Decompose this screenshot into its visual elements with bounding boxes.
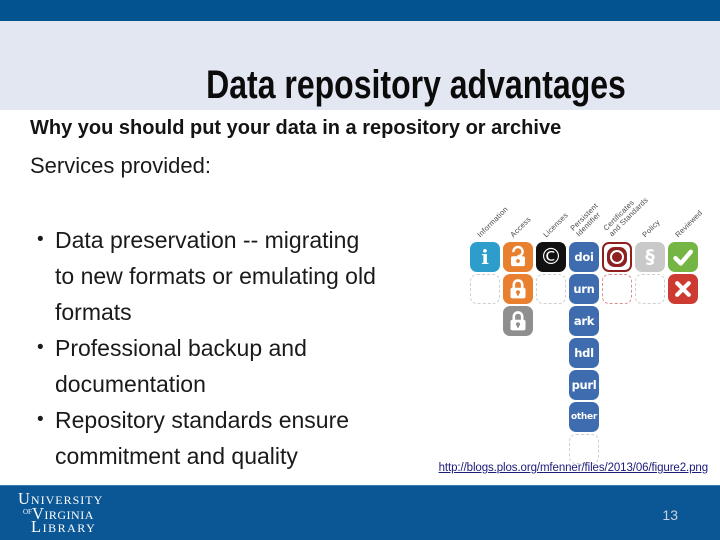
footer-bar: University ofVirginia Library 13	[0, 485, 720, 540]
logo-line-university: University	[18, 489, 104, 508]
figure-cell-doi: doi	[569, 242, 599, 272]
bullet-item: Professional backup and documentation	[36, 330, 446, 402]
figure-cell-empty-red	[602, 274, 632, 304]
figure-column-label: Persistent Identifier	[568, 201, 603, 239]
title-area: Data repository advantages	[0, 21, 720, 110]
figure-column-label: Access	[508, 214, 533, 239]
figure-cell-urn: urn	[569, 274, 599, 304]
slide-title: Data repository advantages	[206, 63, 626, 107]
subtitle-text: Why you should put your data in a reposi…	[30, 117, 562, 139]
bullet-item: Data preservation -- migrating to new fo…	[36, 222, 446, 330]
figure-cell-policy: §	[635, 242, 665, 272]
figure-cell-empty	[536, 274, 566, 304]
logo-of: of	[23, 506, 32, 517]
services-label: Services provided:	[30, 153, 211, 178]
figure-cell-info: i	[470, 242, 500, 272]
trust-seal-icon	[602, 242, 632, 272]
figure-cell-purl: purl	[569, 370, 599, 400]
cross-icon	[668, 274, 698, 304]
bullet-item: Repository standards ensure commitment a…	[36, 402, 446, 474]
figure-cell-other: other	[569, 402, 599, 432]
bullet-list: Data preservation -- migrating to new fo…	[36, 222, 446, 474]
closed-lock-icon	[503, 274, 533, 304]
uva-library-logo: University ofVirginia Library	[18, 489, 104, 536]
checkmark-icon	[668, 242, 698, 272]
figure-column-label: Licenses	[541, 210, 570, 239]
logo-virginia: Virginia	[31, 504, 94, 523]
figure-cell-ark: ark	[569, 306, 599, 336]
figure-cell-copyright: ©	[536, 242, 566, 272]
logo-line-virginia: ofVirginia	[23, 504, 103, 523]
source-link[interactable]: http://blogs.plos.org/mfenner/files/2013…	[438, 462, 709, 474]
figure-cell-empty	[635, 274, 665, 304]
page-number: 13	[662, 507, 678, 523]
figure-cell-hdl: hdl	[569, 338, 599, 368]
figure-cell-empty	[569, 434, 599, 464]
logo-line-library: Library	[31, 517, 97, 536]
open-lock-icon	[503, 242, 533, 272]
figure-column-label: Information	[475, 204, 510, 239]
figure-column-label: Policy	[640, 217, 662, 239]
gray-lock-icon	[503, 306, 533, 336]
top-accent-bar	[0, 0, 720, 21]
figure-cell-empty	[470, 274, 500, 304]
figure-column-label: Reviewed	[673, 207, 705, 239]
